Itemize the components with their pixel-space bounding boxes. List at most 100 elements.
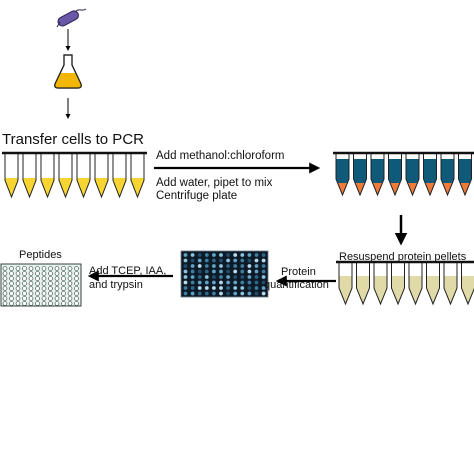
tube	[335, 152, 350, 197]
plate-well	[226, 253, 231, 257]
plate-well	[22, 301, 27, 306]
centrifuge-label: Centrifuge plate	[156, 190, 238, 202]
plate-well	[226, 269, 231, 274]
plate-well	[74, 266, 79, 271]
plate-well	[212, 258, 216, 263]
plate-well	[233, 280, 238, 285]
peptide-plate	[0, 263, 82, 307]
plate-well	[15, 296, 21, 301]
plate-well	[54, 276, 60, 281]
plate-well	[190, 286, 195, 290]
plate-well	[233, 275, 238, 279]
plate-well	[9, 281, 14, 286]
plate-well	[247, 269, 252, 274]
plate-well	[240, 286, 245, 290]
plate-well	[219, 275, 223, 279]
plate-well	[15, 266, 21, 271]
plate-well	[240, 258, 245, 263]
plate-well	[67, 276, 73, 281]
plate-well	[204, 280, 209, 285]
tube	[58, 152, 73, 199]
plate-well	[261, 286, 266, 290]
plate-well	[226, 264, 231, 268]
plate-well	[28, 276, 34, 281]
plate-well	[9, 301, 14, 306]
tube	[22, 152, 37, 199]
plate-well	[48, 276, 53, 281]
plate-well	[15, 276, 21, 281]
plate-well	[54, 281, 60, 286]
plate-well	[28, 271, 34, 276]
plate-well	[247, 275, 252, 279]
plate-well	[67, 301, 73, 306]
plate-well	[74, 276, 79, 281]
plate-well	[190, 258, 195, 263]
plate-well	[2, 271, 8, 276]
plate-well	[261, 258, 266, 263]
tube	[458, 152, 472, 197]
plate-well	[22, 286, 27, 291]
tube	[94, 152, 109, 199]
plate-well	[197, 269, 202, 274]
tube	[338, 261, 353, 306]
plate-well	[219, 291, 223, 296]
plate-well	[35, 286, 40, 291]
protein-quant-label-2: quantification	[264, 279, 329, 291]
plate-well	[54, 286, 60, 291]
plate-well	[226, 280, 231, 285]
plate-well	[28, 291, 34, 296]
tube	[373, 261, 388, 306]
plate-well	[254, 286, 259, 290]
plate-well	[254, 280, 259, 285]
blue-tube-row	[333, 151, 474, 197]
plate-well	[9, 276, 14, 281]
plate-well	[226, 286, 231, 290]
plate-well	[212, 291, 216, 296]
plate-well	[28, 281, 34, 286]
yellow-tube-row	[2, 151, 147, 199]
plate-well	[197, 258, 202, 263]
plate-well	[261, 269, 266, 274]
plate-well	[204, 275, 209, 279]
tube	[76, 152, 91, 199]
plate-well	[233, 269, 238, 274]
plate-well	[254, 291, 259, 296]
plate-well	[15, 286, 21, 291]
tube	[40, 152, 55, 199]
plate-well	[22, 271, 27, 276]
plate-well	[54, 291, 60, 296]
plate-well	[67, 296, 73, 301]
plate-well	[219, 286, 223, 290]
plate-well	[183, 269, 188, 274]
tube	[426, 261, 440, 306]
plate-well	[74, 286, 79, 291]
plate-well	[9, 271, 14, 276]
plate-well	[9, 296, 14, 301]
plate-well	[190, 280, 195, 285]
plate-well	[41, 301, 47, 306]
plate-well	[61, 301, 66, 306]
plate-well	[197, 280, 202, 285]
plate-well	[197, 264, 202, 268]
plate-well	[233, 291, 238, 296]
tube	[443, 261, 458, 306]
plate-well	[190, 253, 195, 257]
plate-well	[28, 301, 34, 306]
plate-well	[226, 258, 231, 263]
plate-well	[204, 286, 209, 290]
add-tcep-label-1: Add TCEP, IAA,	[89, 265, 167, 277]
plate-well	[41, 286, 47, 291]
plate-well	[247, 286, 252, 290]
plate-well	[2, 286, 8, 291]
plate-well	[226, 275, 231, 279]
plate-well	[197, 253, 202, 257]
plate-well	[9, 291, 14, 296]
plate-well	[35, 296, 40, 301]
plate-well	[212, 280, 216, 285]
plate-well	[212, 253, 216, 257]
plate-well	[28, 296, 34, 301]
plate-well	[2, 296, 8, 301]
plate-well	[2, 266, 8, 271]
plate-well	[233, 258, 238, 263]
plate-well	[48, 286, 53, 291]
